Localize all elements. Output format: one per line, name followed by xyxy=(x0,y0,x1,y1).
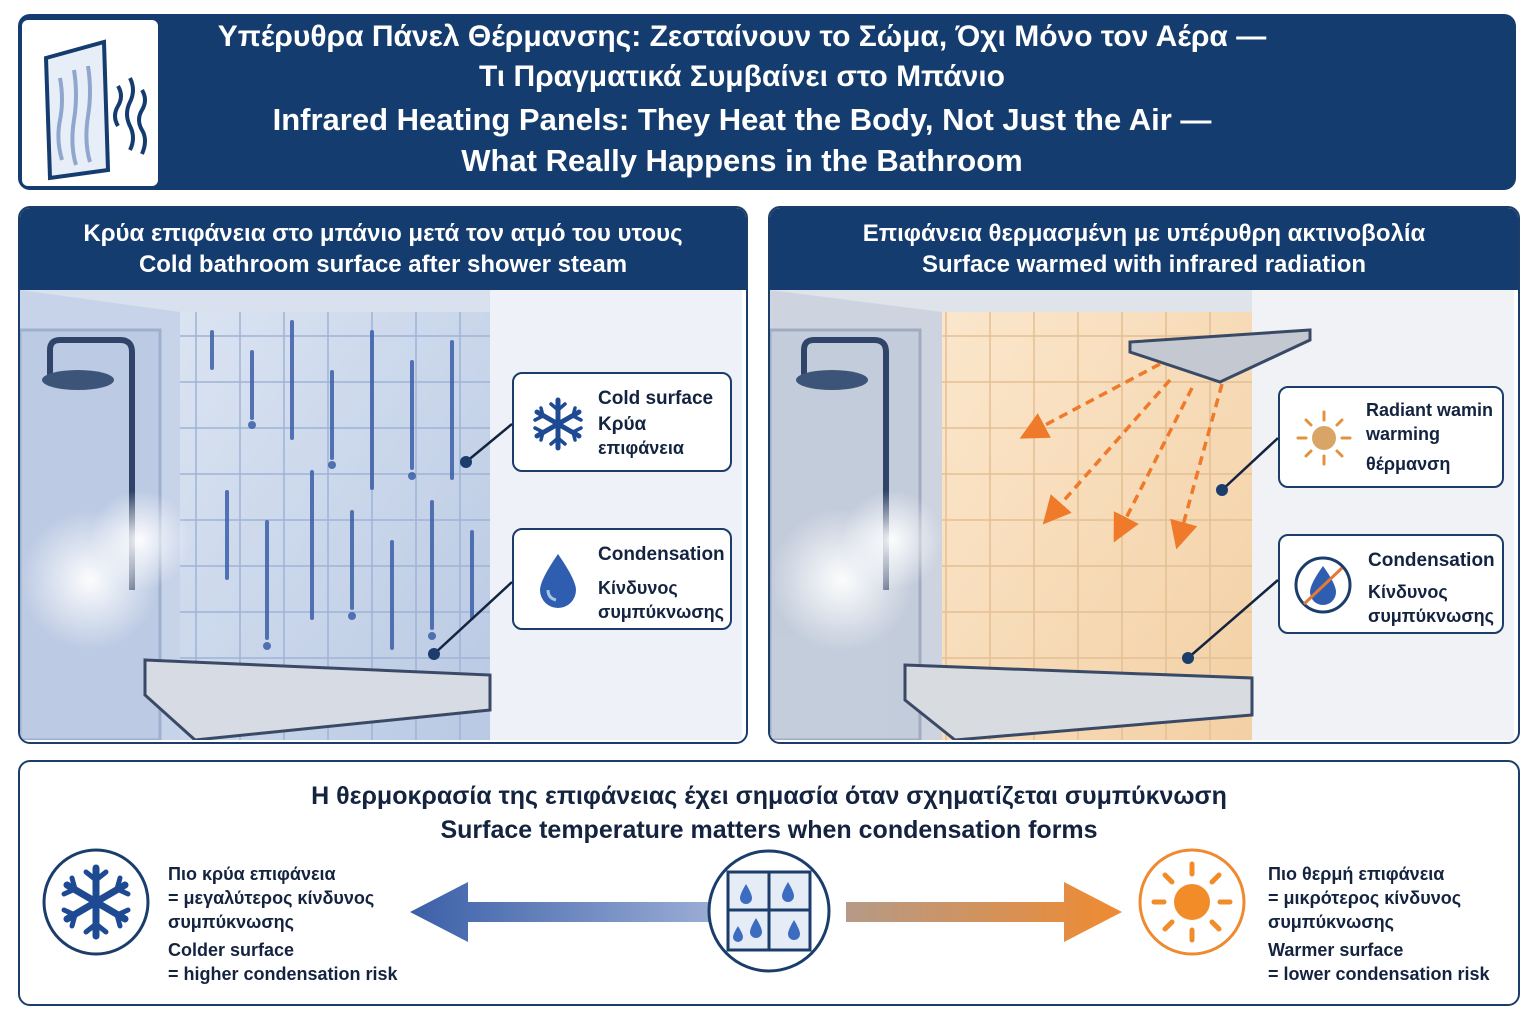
warmer-greek-3: συμπύκνωσης xyxy=(1268,912,1394,932)
infrared-panel-icon xyxy=(43,39,147,181)
cold-callout-line1: Cold surface xyxy=(598,388,714,409)
sun-icon xyxy=(1138,848,1246,956)
summary-title-english: Surface temperature matters when condens… xyxy=(440,816,1098,844)
condensation-right-line2: Κίνδυνος xyxy=(1368,582,1448,602)
title-greek-line-1: Υπέρυθρα Πάνελ Θέρμανσης: Ζεσταίνουν το … xyxy=(217,20,1267,53)
cold-heading-greek: Κρύα επιφάνεια στο μπάνιο μετά τον ατμό … xyxy=(83,220,683,247)
header-banner xyxy=(18,14,1516,190)
temperature-gradient-arrow xyxy=(410,882,1122,942)
title-greek-line-2: Τι Πραγματικά Συμβαίνει στο Μπάνιο xyxy=(479,60,1005,93)
condensation-callout-left: Condensation Κίνδυνος συμπύκνωσης xyxy=(512,528,732,630)
cold-bathroom-illustration xyxy=(20,290,742,742)
summary-panel: Η θερμοκρασία της επιφάνειας έχει σημασί… xyxy=(18,760,1520,1006)
radiant-line3: θέρμανση xyxy=(1366,454,1451,474)
logo xyxy=(22,20,158,186)
colder-greek-1: Πιο κρύα επιφάνεια xyxy=(168,864,336,884)
radiant-line2: warming xyxy=(1366,424,1441,444)
wet-window-icon xyxy=(707,849,831,973)
warm-bathroom-illustration xyxy=(770,290,1514,742)
condensation-left-line2: Κίνδυνος xyxy=(598,578,678,598)
cold-callout-line2: Κρύα xyxy=(598,414,647,435)
cold-surface-panel: Κρύα επιφάνεια στο μπάνιο μετά τον ατμό … xyxy=(18,206,748,744)
warm-bathroom-scene xyxy=(770,290,1518,742)
warmer-english-1: Warmer surface xyxy=(1268,940,1404,960)
condensation-right-line3: συμπύκνωσης xyxy=(1368,606,1494,626)
colder-english-2: = higher condensation risk xyxy=(168,964,398,984)
warm-panel-heading: Επιφάνεια θερμασμένη με υπέρυθρη ακτινοβ… xyxy=(770,208,1518,290)
cold-heading-english: Cold bathroom surface after shower steam xyxy=(138,251,628,278)
crossed-drop-icon xyxy=(1294,556,1352,614)
colder-greek-3: συμπύκνωσης xyxy=(168,912,294,932)
cold-callout-line3: επιφάνεια xyxy=(598,438,684,458)
snowflake-icon xyxy=(533,397,583,451)
cold-panel-heading: Κρύα επιφάνεια στο μπάνιο μετά τον ατμό … xyxy=(20,208,746,290)
radiant-line1: Radiant wamin xyxy=(1366,400,1494,420)
title-english-line-1: Infrared Heating Panels: They Heat the B… xyxy=(272,102,1212,137)
sun-icon xyxy=(1296,410,1352,466)
title-english-line-2: What Really Happens in the Bathroom xyxy=(461,143,1023,178)
colder-english-1: Colder surface xyxy=(168,940,295,960)
warm-heading-greek: Επιφάνεια θερμασμένη με υπέρυθρη ακτινοβ… xyxy=(862,220,1426,247)
radiant-warming-callout: Radiant wamin warming θέρμανση xyxy=(1278,386,1504,488)
warm-heading-english: Surface warmed with infrared radiation xyxy=(921,251,1367,278)
condensation-left-line3: συμπύκνωσης xyxy=(598,602,724,622)
snowflake-icon xyxy=(42,848,150,956)
cold-bathroom-scene xyxy=(20,290,746,742)
warmer-greek-2: = μικρότερος κίνδυνος xyxy=(1268,888,1462,908)
summary-title-greek: Η θερμοκρασία της επιφάνειας έχει σημασί… xyxy=(311,782,1227,810)
colder-greek-2: = μεγαλύτερος κίνδυνος xyxy=(168,888,375,908)
cold-surface-callout: Cold surface Κρύα επιφάνεια xyxy=(512,372,732,472)
warmer-english-2: = lower condensation risk xyxy=(1268,964,1490,984)
water-drop-icon xyxy=(540,554,576,608)
condensation-callout-right: Condensation Κίνδυνος συμπύκνωσης xyxy=(1278,534,1504,634)
condensation-left-line1: Condensation xyxy=(598,544,725,565)
warm-surface-panel: Επιφάνεια θερμασμένη με υπέρυθρη ακτινοβ… xyxy=(768,206,1520,744)
warmer-greek-1: Πιο θερμή επιφάνεια xyxy=(1268,864,1445,884)
condensation-right-line1: Condensation xyxy=(1368,550,1495,571)
